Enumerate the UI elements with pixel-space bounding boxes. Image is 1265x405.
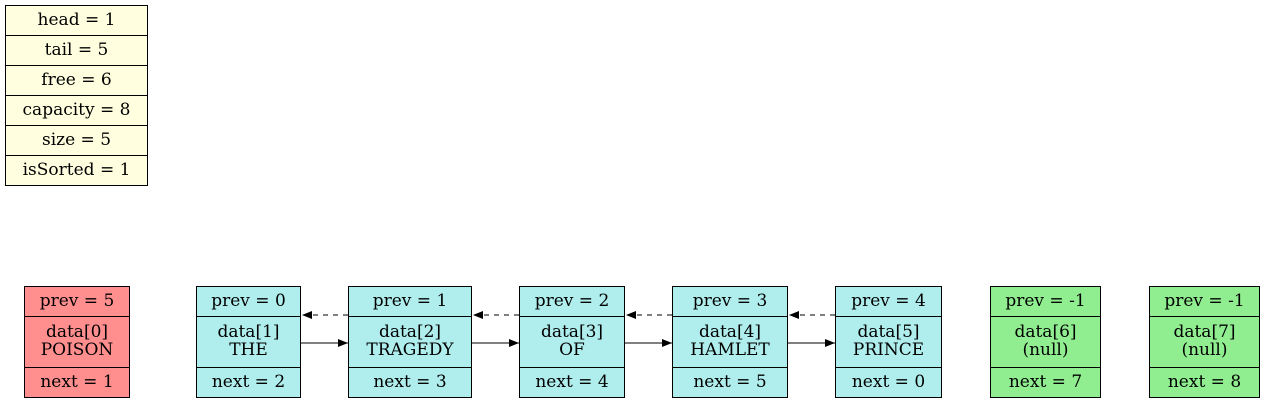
node-1: prev = 0 data[1] THE next = 2: [196, 286, 301, 398]
node-prev: prev = 2: [519, 286, 625, 317]
node-next: next = 4: [519, 367, 625, 398]
node-prev: prev = 5: [24, 286, 130, 317]
node-data: data[2] TRAGEDY: [348, 316, 472, 368]
node-next: next = 0: [835, 367, 942, 398]
node-3: prev = 2 data[3] OF next = 4: [519, 286, 625, 398]
node-4: prev = 3 data[4] HAMLET next = 5: [672, 286, 788, 398]
node-data-value: THE: [229, 340, 268, 360]
node-data-value: (null): [1022, 340, 1069, 360]
node-data: data[4] HAMLET: [672, 316, 788, 368]
node-data-label: data[2]: [378, 322, 442, 343]
node-next: next = 2: [196, 367, 301, 398]
node-prev: prev = -1: [1149, 286, 1260, 317]
node-6: prev = -1 data[6] (null) next = 7: [990, 286, 1101, 398]
node-data-value: HAMLET: [690, 340, 770, 360]
size-field: size = 5: [5, 125, 148, 156]
node-data-value: OF: [559, 340, 585, 360]
node-next: next = 7: [990, 367, 1101, 398]
node-5: prev = 4 data[5] PRINCE next = 0: [835, 286, 942, 398]
node-data: data[0] POISON: [24, 316, 130, 368]
node-7: prev = -1 data[7] (null) next = 8: [1149, 286, 1260, 398]
free-field: free = 6: [5, 65, 148, 96]
node-data-label: data[6]: [1014, 322, 1077, 343]
node-data: data[5] PRINCE: [835, 316, 942, 368]
node-prev: prev = 1: [348, 286, 472, 317]
node-data-label: data[7]: [1173, 322, 1236, 343]
list-info-table: head = 1 tail = 5 free = 6 capacity = 8 …: [5, 5, 148, 186]
node-data-value: TRAGEDY: [366, 340, 454, 360]
node-data-label: data[1]: [217, 322, 280, 343]
node-data: data[3] OF: [519, 316, 625, 368]
node-next: next = 3: [348, 367, 472, 398]
node-data: data[6] (null): [990, 316, 1101, 368]
node-data-value: (null): [1181, 340, 1228, 360]
is-sorted-field: isSorted = 1: [5, 155, 148, 186]
node-next: next = 5: [672, 367, 788, 398]
node-data-label: data[0]: [45, 322, 109, 343]
head-field: head = 1: [5, 5, 148, 36]
node-prev: prev = 3: [672, 286, 788, 317]
node-2: prev = 1 data[2] TRAGEDY next = 3: [348, 286, 472, 398]
node-data: data[1] THE: [196, 316, 301, 368]
node-data-label: data[3]: [540, 322, 604, 343]
node-data-label: data[5]: [857, 322, 920, 343]
node-data-label: data[4]: [698, 322, 762, 343]
node-prev: prev = -1: [990, 286, 1101, 317]
node-next: next = 1: [24, 367, 130, 398]
node-prev: prev = 4: [835, 286, 942, 317]
node-prev: prev = 0: [196, 286, 301, 317]
node-next: next = 8: [1149, 367, 1260, 398]
node-data-value: POISON: [40, 340, 114, 360]
node-data-value: PRINCE: [852, 340, 925, 360]
node-0: prev = 5 data[0] POISON next = 1: [24, 286, 130, 398]
node-data: data[7] (null): [1149, 316, 1260, 368]
